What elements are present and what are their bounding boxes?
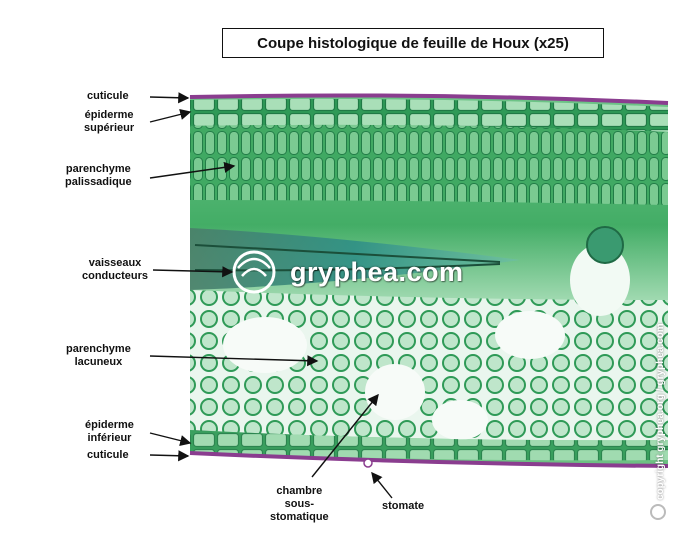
leader-lacuneux: [149, 355, 319, 367]
copyright-text: copyright gryphea.org / gryphea.com: [655, 323, 666, 500]
label-stomate: stomate: [382, 500, 425, 512]
leader-chambre: [311, 393, 379, 478]
leader-palissadique: [149, 161, 236, 179]
label-chambre-sous-stomatique: chambre sous- stomatique: [270, 485, 329, 523]
label-vaisseaux-conducteurs: vaisseaux conducteurs: [82, 257, 149, 282]
label-epiderme-superieur: épiderme supérieur: [84, 109, 135, 134]
label-epiderme-inferieur: épiderme inférieur: [85, 419, 134, 444]
label-parenchyme-lacuneux: parenchyme lacuneux: [66, 343, 131, 368]
leader-vaisseaux: [152, 266, 234, 278]
label-cuticule-top: cuticule: [87, 90, 129, 102]
leader-stomate: [371, 471, 393, 499]
leader-epiderme-sup: [149, 108, 192, 123]
leader-cuticule-top: [149, 92, 190, 104]
figure-title: Coupe histologique de feuille de Houx (x…: [222, 28, 604, 58]
leader-cuticule-bottom: [149, 450, 190, 462]
watermark-text: gryphea.com: [290, 257, 464, 287]
label-cuticule-bottom: cuticule: [87, 449, 129, 461]
leader-epiderme-inf: [149, 432, 192, 447]
label-parenchyme-palissadique: parenchyme palissadique: [65, 163, 132, 188]
